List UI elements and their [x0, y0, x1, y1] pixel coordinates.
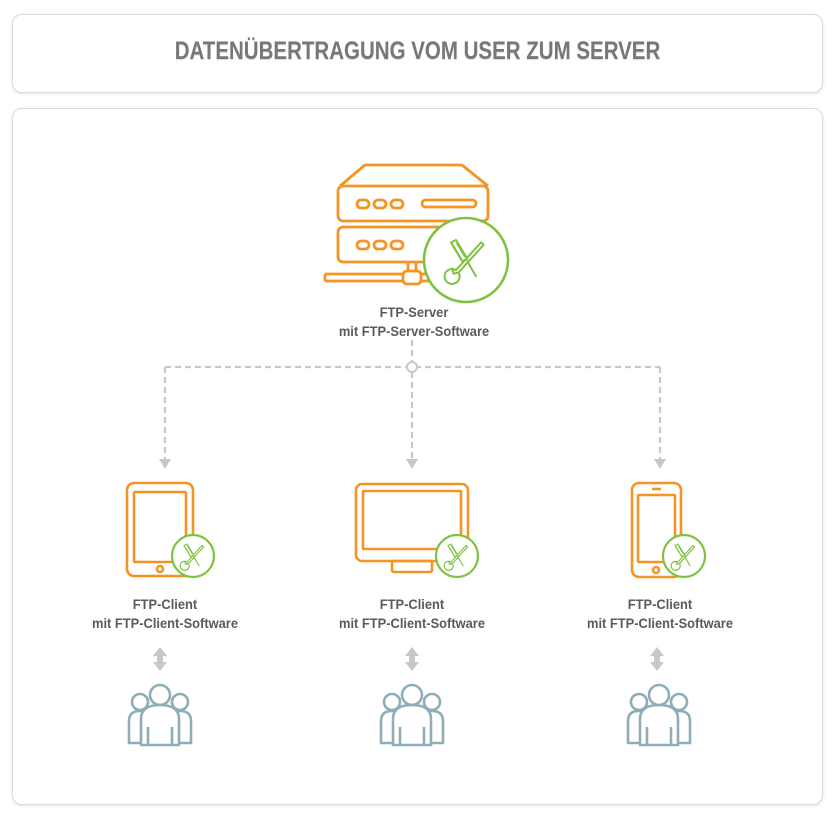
- arrowheads: [159, 459, 666, 469]
- junction-node: [406, 361, 418, 373]
- client-label-line2: mit FTP-Client-Software: [587, 615, 733, 631]
- tablet-icon: [125, 481, 195, 578]
- client-label-monitor: FTP-Client mit FTP-Client-Software: [302, 595, 523, 633]
- arrow-down-icon: [159, 459, 171, 469]
- server-label-line1: FTP-Server: [379, 304, 449, 320]
- diagram-title: DATENÜBERTRAGUNG VOM USER ZUM SERVER: [174, 37, 661, 65]
- double-arrow-icon: [650, 647, 664, 671]
- software-badge: [661, 533, 707, 579]
- user-group-icon: [379, 683, 445, 747]
- client-label-smartphone: FTP-Client mit FTP-Client-Software: [550, 595, 771, 633]
- client-label-line2: mit FTP-Client-Software: [92, 615, 238, 631]
- server-label: FTP-Server mit FTP-Server-Software: [304, 303, 525, 341]
- title-panel: DATENÜBERTRAGUNG VOM USER ZUM SERVER: [12, 14, 823, 93]
- client-label-tablet: FTP-Client mit FTP-Client-Software: [55, 595, 276, 633]
- arrow-down-icon: [406, 459, 418, 469]
- arrow-down-icon: [654, 459, 666, 469]
- monitor-icon: [354, 482, 470, 574]
- software-badge: [422, 216, 510, 304]
- user-group-icon: [127, 683, 193, 747]
- client-label-line1: FTP-Client: [379, 596, 445, 612]
- client-label-line1: FTP-Client: [132, 596, 198, 612]
- user-group-icon: [626, 683, 692, 747]
- software-badge: [170, 533, 216, 579]
- double-arrow-icon: [405, 647, 419, 671]
- connector-lines: [163, 340, 662, 460]
- server-label-line2: mit FTP-Server-Software: [338, 323, 490, 339]
- smartphone-icon: [630, 481, 683, 579]
- client-label-line2: mit FTP-Client-Software: [339, 615, 485, 631]
- double-arrow-icon: [153, 647, 167, 671]
- bidirectional-arrows: [153, 647, 664, 671]
- client-label-line1: FTP-Client: [627, 596, 693, 612]
- software-badge: [434, 533, 480, 579]
